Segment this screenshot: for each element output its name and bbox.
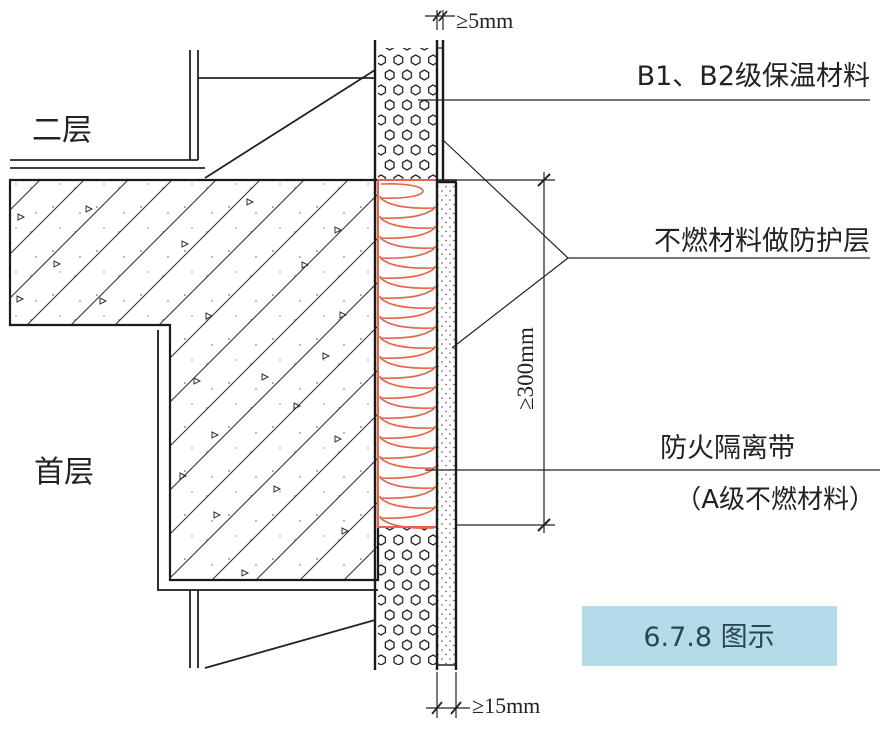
figure-caption: 6.7.8 图示 [643,622,774,653]
protective-layer [436,47,457,666]
leader-lines [418,99,880,471]
dimension-bottom-thickness [426,672,470,718]
band-height-label: ≥300mm [513,327,538,410]
ground-floor-label: 首层 [34,455,94,490]
upper-floor-label: 二层 [32,113,92,148]
bottom-thickness-label: ≥15mm [472,693,540,718]
dimension-top-gap [425,10,455,30]
insulation-label: B1、B2级保温材料 [637,61,870,92]
insulation-layer [378,48,437,665]
aggregate-marks [16,198,350,577]
top-gap-label: ≥5mm [456,8,513,33]
concrete-slab-section [8,178,380,591]
building-outline [10,50,376,669]
dimension-band-height [443,172,555,533]
firebreak-band [377,179,438,529]
figure-caption-box: 6.7.8 图示 [582,606,837,666]
firebreak-material-label: （A级不燃材料） [675,485,875,515]
firebreak-label: 防火隔离带 [660,433,795,464]
protective-layer-label: 不燃材料做防护层 [654,226,870,257]
wall-lines [373,40,458,670]
